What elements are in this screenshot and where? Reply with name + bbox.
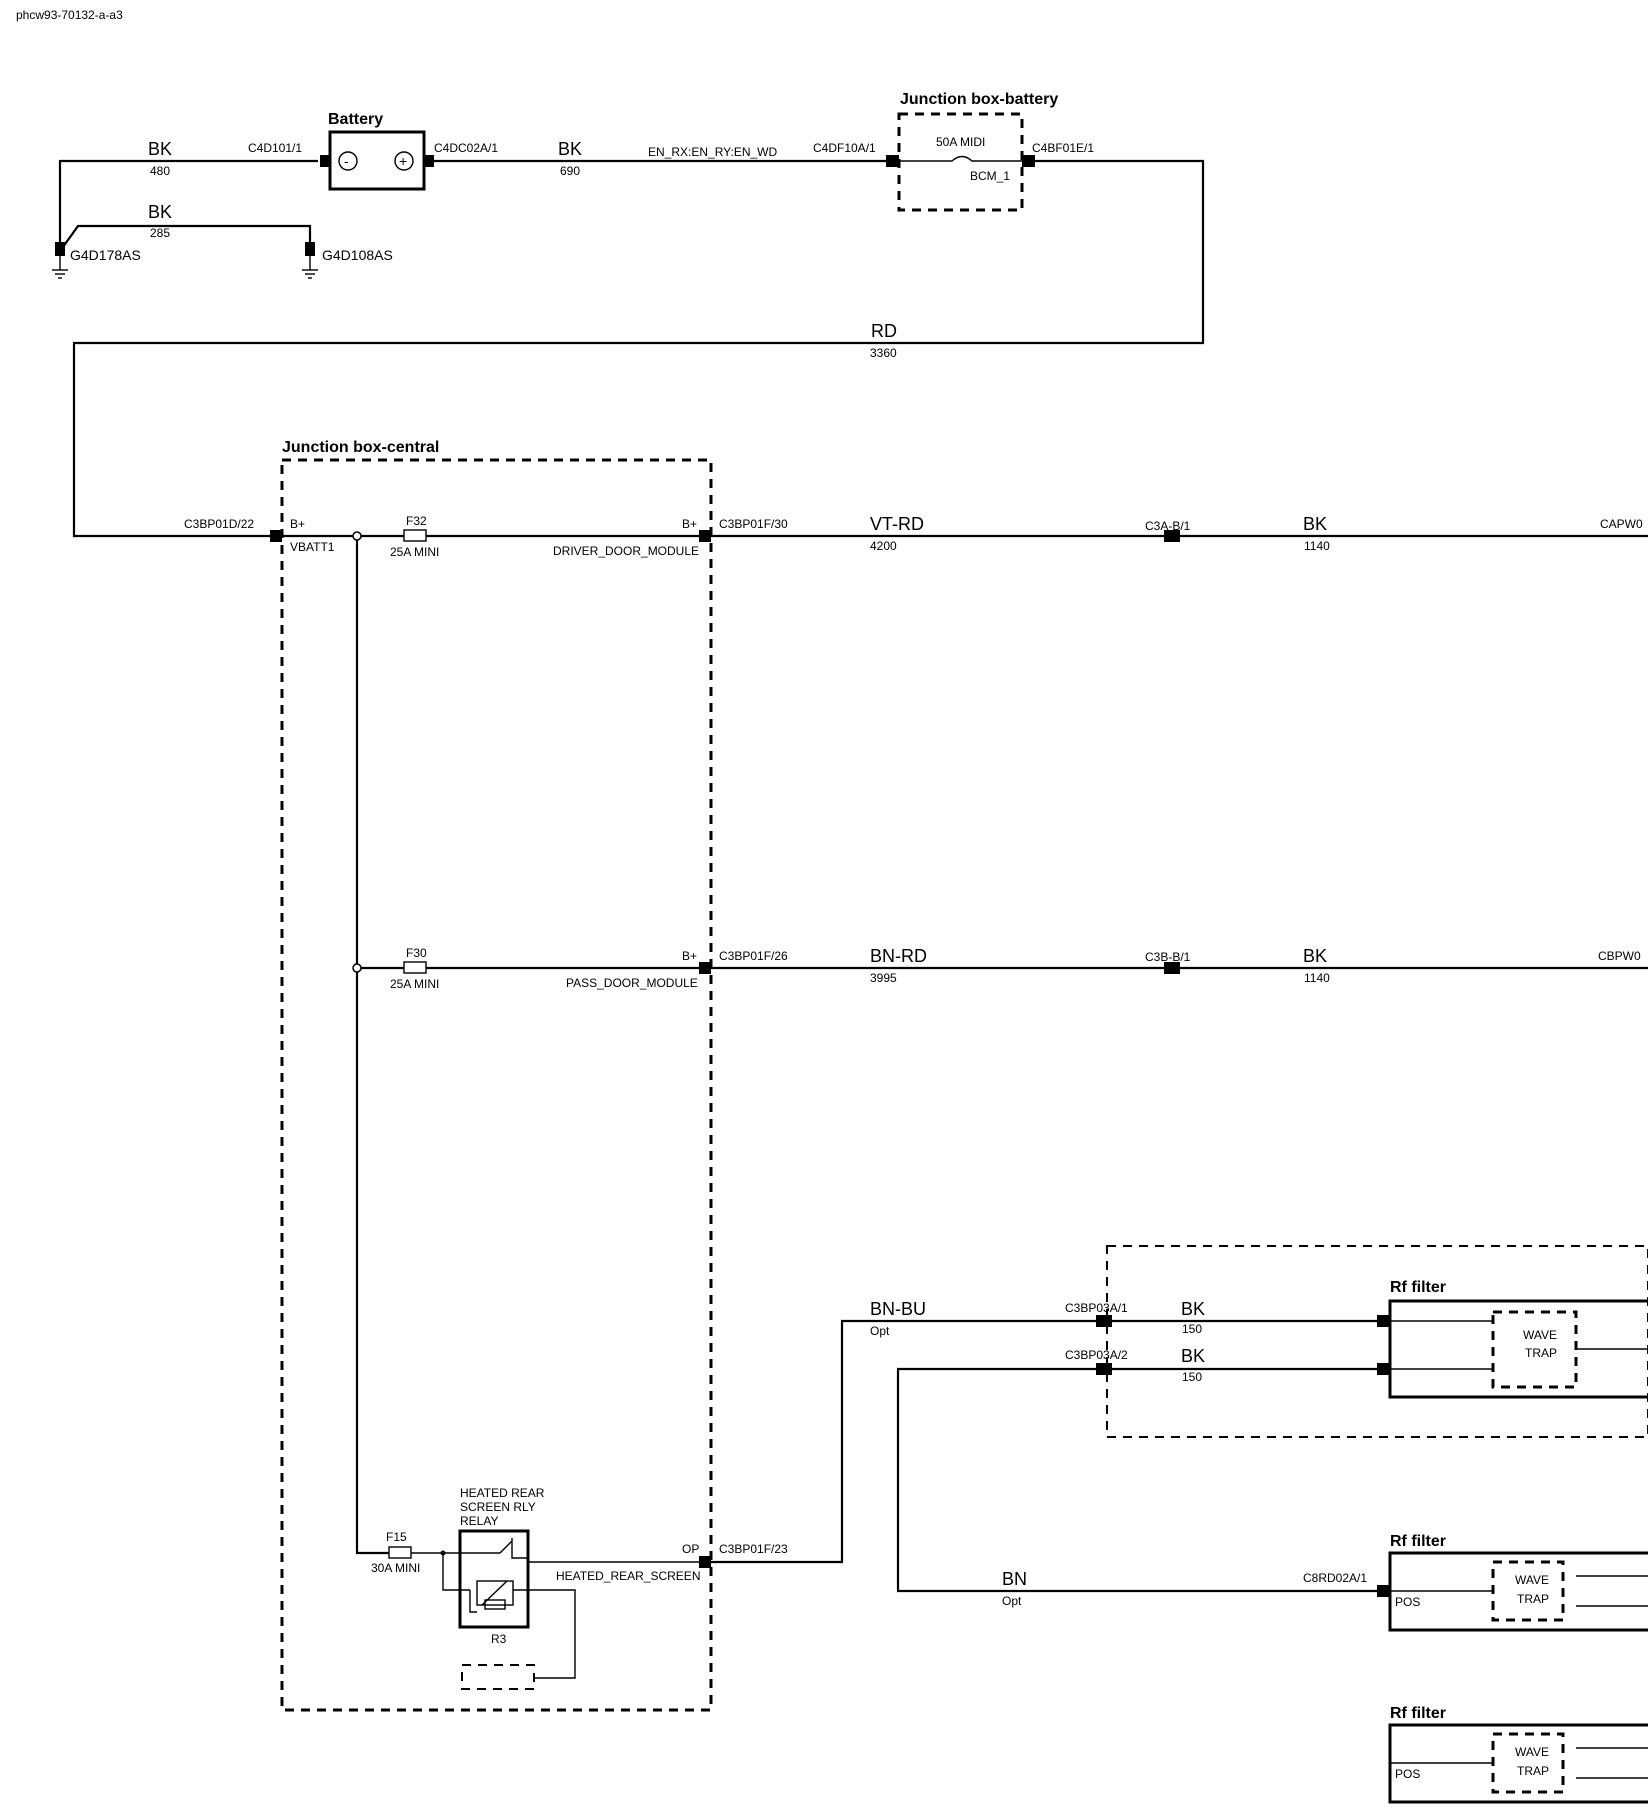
wire-color-label: RD — [871, 321, 897, 341]
fuse-rating: 30A MINI — [371, 1561, 420, 1575]
diagram-id: phcw93-70132-a-a3 — [16, 8, 123, 22]
wave-trap-label: WAVE — [1515, 1573, 1549, 1587]
rf-filter-title: Rf filter — [1390, 1279, 1446, 1296]
connector-label: CBPW0 — [1598, 949, 1641, 963]
connector-label: C8RD02A/1 — [1303, 1571, 1367, 1585]
pin-label: B+ — [682, 949, 697, 963]
wire-number-label: Opt — [870, 1324, 890, 1338]
heated-rear-screen-feed: C3BP01F/23 BN-BU Opt BN Opt C3BP03A/1 C3… — [711, 1245, 1648, 1608]
fuse-rating: 50A MIDI — [936, 135, 985, 149]
connector-label: C3A-B/1 — [1145, 519, 1191, 533]
wire-number-label: 480 — [150, 164, 170, 178]
wire-number-label: 1140 — [1304, 539, 1330, 553]
fuse-id: F32 — [406, 514, 427, 528]
wire-color-label: BN-RD — [870, 946, 927, 966]
net-label: DRIVER_DOOR_MODULE — [553, 544, 699, 558]
wire-number-label: 690 — [560, 164, 580, 178]
ground-g4d108as: G4D108AS — [302, 242, 393, 279]
connector-label: C4DF10A/1 — [813, 141, 876, 155]
wire-number-label: 3360 — [870, 346, 897, 360]
net-label: PASS_DOOR_MODULE — [566, 976, 698, 990]
connector-label: C4BF01E/1 — [1032, 141, 1094, 155]
wire-number-label: 1140 — [1304, 971, 1330, 985]
wire-color-label: BK — [148, 139, 172, 159]
fuse-circuit: BCM_1 — [970, 169, 1010, 183]
wire-number-label: 285 — [150, 226, 170, 240]
wire-color-label: BK — [1181, 1299, 1205, 1319]
wave-trap-label: TRAP — [1517, 1764, 1549, 1778]
ground-g4d178as: G4D178AS — [52, 242, 141, 279]
wire-number-label: 150 — [1182, 1322, 1202, 1336]
wave-trap-label: WAVE — [1515, 1745, 1549, 1759]
fuse-id: F15 — [386, 1530, 407, 1544]
rf-filter-1: Rf filter WAVE TRAP — [1377, 1279, 1648, 1399]
wire-number-label: 3995 — [870, 971, 897, 985]
wave-trap-label: WAVE — [1523, 1328, 1557, 1342]
pin-label: POS — [1395, 1767, 1420, 1781]
connector-label: C3BP01D/22 — [184, 517, 254, 531]
connector-label: CAPW0 — [1600, 517, 1643, 531]
ground-label: G4D108AS — [322, 247, 393, 263]
wire-color-label: BN — [1002, 1569, 1027, 1589]
pass-door-feed: C3BP01F/26 BN-RD 3995 C3B-B/1 BK 1140 CB… — [711, 946, 1648, 985]
pin-label: B+ — [682, 517, 697, 531]
pin-label: POS — [1395, 1595, 1420, 1609]
wave-trap-label: TRAP — [1517, 1592, 1549, 1606]
wire-color-label: BK — [1303, 514, 1327, 534]
wire-color-label: BN-BU — [870, 1299, 926, 1319]
fuse-rating: 25A MINI — [390, 545, 439, 559]
junction-box-central: Junction box-central B+ VBATT1 F32 25A M… — [270, 439, 713, 1712]
wire-color-label: BK — [1303, 946, 1327, 966]
wire-color-label: BK — [558, 139, 582, 159]
fuse-id: F30 — [406, 946, 427, 960]
connector-label: C3BP01F/30 — [719, 517, 788, 531]
battery-component: Battery - + — [320, 111, 434, 191]
net-label: HEATED_REAR_SCREEN — [556, 1569, 700, 1583]
battery-neg-terminal: - — [344, 153, 349, 169]
wire-color-label: BK — [148, 202, 172, 222]
wire-number-label: 150 — [1182, 1370, 1202, 1384]
jb-central-title: Junction box-central — [282, 439, 439, 456]
battery-ground-wiring — [58, 159, 318, 248]
relay-label-line3: RELAY — [460, 1514, 498, 1528]
battery-title: Battery — [328, 111, 383, 128]
wire-color-label: BK — [1181, 1346, 1205, 1366]
wire-number-label: Opt — [1002, 1594, 1022, 1608]
net-label: VBATT1 — [290, 540, 335, 554]
relay-r3 — [458, 1529, 576, 1679]
battery-pos-terminal: + — [399, 153, 407, 169]
relay-ref: R3 — [491, 1632, 507, 1646]
connector-label: C3BP03A/1 — [1065, 1301, 1128, 1315]
connector-label: C3BP03A/2 — [1065, 1348, 1128, 1362]
signal-label: EN_RX:EN_RY:EN_WD — [648, 145, 777, 159]
wire-color-label: VT-RD — [870, 514, 924, 534]
connector-label: C3BP01F/23 — [719, 1542, 788, 1556]
connector-label: C3B-B/1 — [1145, 950, 1191, 964]
pin-label: B+ — [290, 517, 305, 531]
jb-battery-title: Junction box-battery — [900, 91, 1058, 108]
rf-filter-title: Rf filter — [1390, 1705, 1446, 1722]
rf-filter-3: Rf filter POS WAVE TRAP — [1388, 1705, 1648, 1804]
ground-label: G4D178AS — [70, 247, 141, 263]
pin-label: OP — [682, 1542, 699, 1556]
wire-number-label: 4200 — [870, 539, 897, 553]
connector-label: C4D101/1 — [248, 141, 302, 155]
junction-box-battery: Junction box-battery 50A MIDI BCM_1 — [886, 91, 1058, 212]
wave-trap-label: TRAP — [1525, 1346, 1557, 1360]
connector-label: C4DC02A/1 — [434, 141, 498, 155]
driver-door-feed: C3BP01F/30 VT-RD 4200 C3A-B/1 BK 1140 CA… — [711, 514, 1648, 553]
connector-label: C3BP01F/26 — [719, 949, 788, 963]
fuse-rating: 25A MINI — [390, 977, 439, 991]
rf-filter-title: Rf filter — [1390, 1533, 1446, 1550]
relay-label-line1: HEATED REAR — [460, 1486, 545, 1500]
rf-filter-2: Rf filter POS WAVE TRAP — [1377, 1533, 1648, 1632]
relay-label-line2: SCREEN RLY — [460, 1500, 536, 1514]
